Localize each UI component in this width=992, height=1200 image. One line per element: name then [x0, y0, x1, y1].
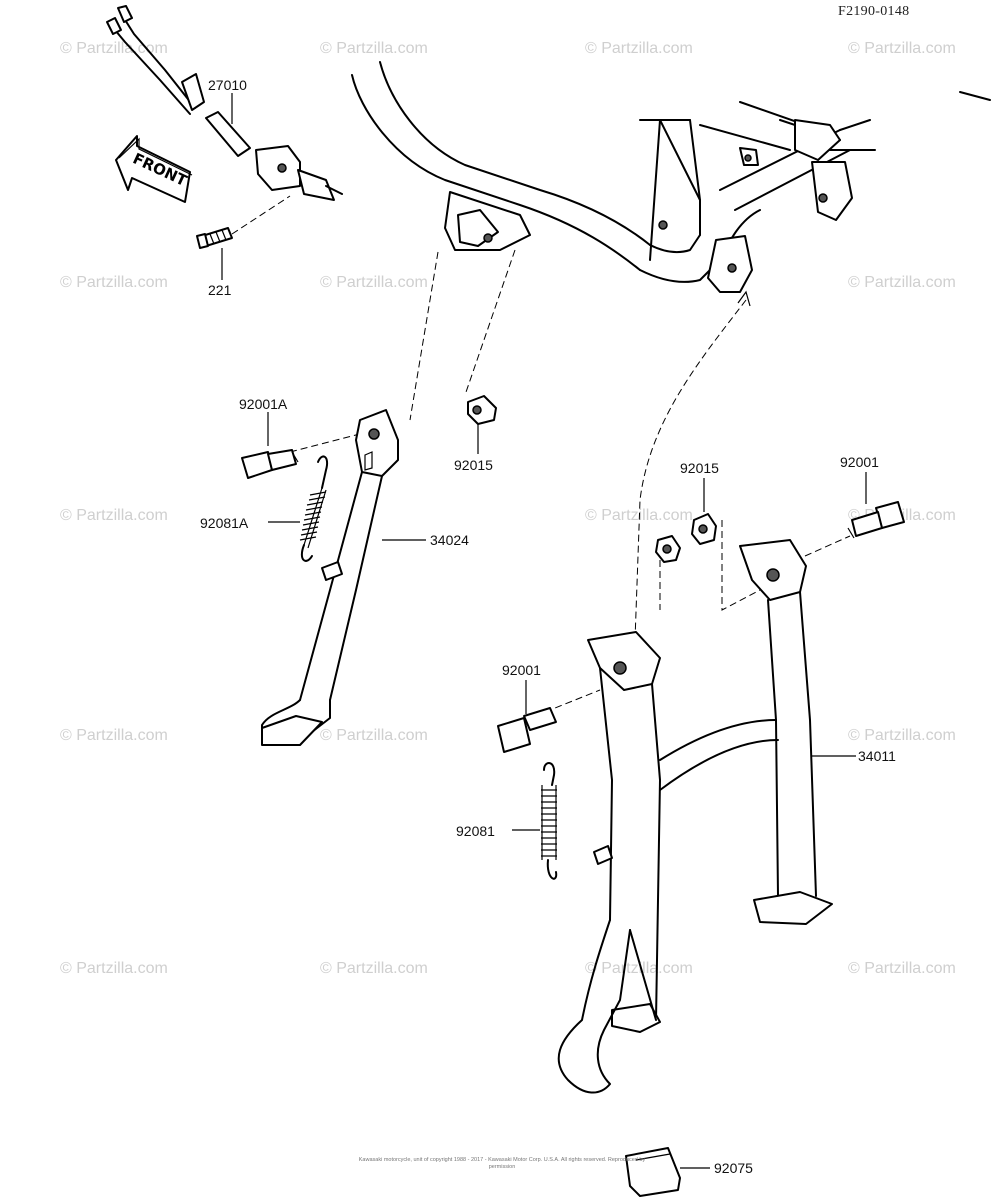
part-label-27010[interactable]: 27010	[208, 77, 247, 93]
watermark: © Partzilla.com	[848, 727, 956, 744]
diagram-code: F2190-0148	[838, 4, 910, 19]
arrow-head	[737, 290, 751, 307]
assembly-guide	[464, 249, 516, 396]
watermark: © Partzilla.com	[60, 727, 168, 744]
assembly-guide	[804, 535, 851, 557]
part-label-92081[interactable]: 92081	[456, 823, 495, 839]
assembly-guide	[721, 520, 761, 611]
spring-92081A	[299, 455, 328, 562]
assembly-guide	[289, 429, 376, 453]
rubber-92075	[625, 1147, 681, 1197]
watermark: © Partzilla.com	[848, 40, 956, 57]
part-label-34011[interactable]: 34011	[858, 748, 896, 764]
watermark: © Partzilla.com	[60, 40, 168, 57]
part-label-92015-right[interactable]: 92015	[680, 460, 719, 476]
watermark: © Partzilla.com	[320, 727, 428, 744]
bolt-92001-mid	[497, 707, 557, 753]
watermark: © Partzilla.com	[60, 960, 168, 977]
side-stand-switch	[106, 5, 343, 201]
watermark: © Partzilla.com	[60, 507, 168, 524]
watermark: © Partzilla.com	[585, 40, 693, 57]
watermark: © Partzilla.com	[60, 274, 168, 291]
nut-92015-right	[655, 513, 717, 563]
side-stand-34024	[261, 409, 399, 746]
watermark: © Partzilla.com	[848, 960, 956, 977]
part-label-92001-right[interactable]: 92001	[840, 454, 879, 470]
part-label-92001A[interactable]: 92001A	[239, 396, 288, 412]
frame	[351, 61, 991, 293]
part-label-34024[interactable]: 34024	[430, 532, 469, 548]
watermark: © Partzilla.com	[585, 507, 693, 524]
spring-92081	[541, 762, 558, 880]
watermark: © Partzilla.com	[848, 274, 956, 291]
front-arrow-icon: FRONT	[115, 135, 193, 203]
watermark: © Partzilla.com	[585, 960, 693, 977]
bolt-92001-right	[847, 501, 905, 539]
side-stand-bracket	[444, 191, 531, 251]
nut-92015-left	[467, 395, 497, 425]
leader-lines	[221, 93, 867, 1169]
watermark: © Partzilla.com	[320, 274, 428, 291]
bolt-221	[196, 195, 291, 249]
part-label-92075[interactable]: 92075	[714, 1160, 753, 1176]
bolt-92001A	[241, 449, 299, 479]
part-label-92015-left[interactable]: 92015	[454, 457, 493, 473]
part-label-92081A[interactable]: 92081A	[200, 515, 249, 531]
watermark: © Partzilla.com	[320, 40, 428, 57]
watermark: © Partzilla.com	[320, 960, 428, 977]
assembly-guide	[544, 689, 601, 713]
center-stand-34011	[557, 539, 833, 1094]
assembly-guide	[409, 251, 439, 421]
assembly-guide	[634, 299, 747, 641]
copyright-notice: Kawasaki motorcycle, unit of copyright 1…	[358, 1157, 646, 1170]
part-label-221[interactable]: 221	[208, 282, 232, 298]
part-label-92001-mid[interactable]: 92001	[502, 662, 541, 678]
